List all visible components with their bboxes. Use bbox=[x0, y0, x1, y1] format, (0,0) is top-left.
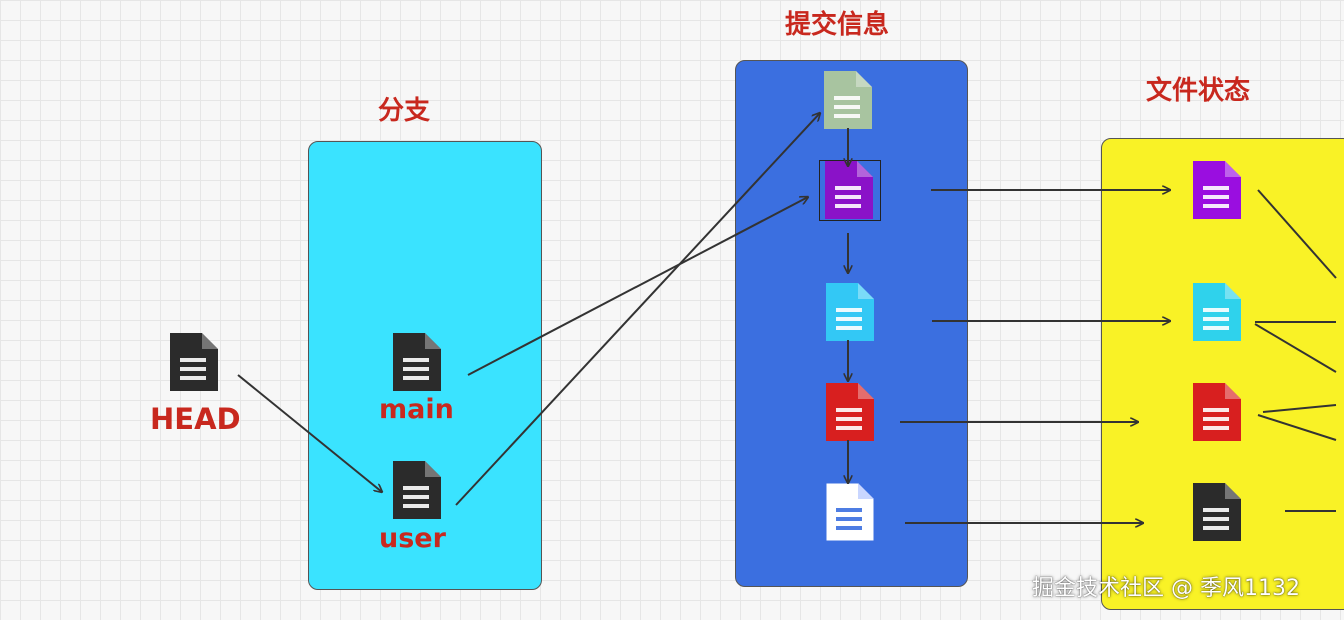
commit-4-document-icon bbox=[822, 380, 878, 444]
file3-outgoing-line-a bbox=[1262, 404, 1337, 413]
head-label: HEAD bbox=[150, 402, 241, 436]
arrow-main-to-commit2 bbox=[467, 197, 808, 376]
main-branch-document-icon bbox=[389, 330, 445, 394]
branches-title: 分支 bbox=[378, 96, 431, 126]
user-branch-document-icon bbox=[389, 458, 445, 522]
watermark: 掘金技术社区 @ 季风1132 bbox=[1032, 576, 1300, 601]
arrow-user-to-commit1 bbox=[455, 113, 820, 506]
file2-outgoing-line-b bbox=[1254, 323, 1337, 373]
file-1-document-icon bbox=[1189, 158, 1245, 222]
branch-main-label: main bbox=[379, 394, 454, 425]
file-2-document-icon bbox=[1189, 280, 1245, 344]
commit-3-document-icon bbox=[822, 280, 878, 344]
files-title: 文件状态 bbox=[1146, 76, 1251, 106]
commit-2-document-icon bbox=[821, 158, 877, 222]
branch-user-label: user bbox=[379, 523, 446, 554]
file-4-document-icon bbox=[1189, 480, 1245, 544]
file1-outgoing-line bbox=[1257, 189, 1337, 279]
arrow-head-to-user bbox=[237, 374, 382, 492]
file3-outgoing-line-b bbox=[1257, 414, 1337, 441]
head-document-icon bbox=[166, 330, 222, 394]
commit-5-document-icon bbox=[822, 480, 878, 544]
commits-title: 提交信息 bbox=[785, 10, 890, 40]
commit-1-document-icon bbox=[820, 68, 876, 132]
file-3-document-icon bbox=[1189, 380, 1245, 444]
